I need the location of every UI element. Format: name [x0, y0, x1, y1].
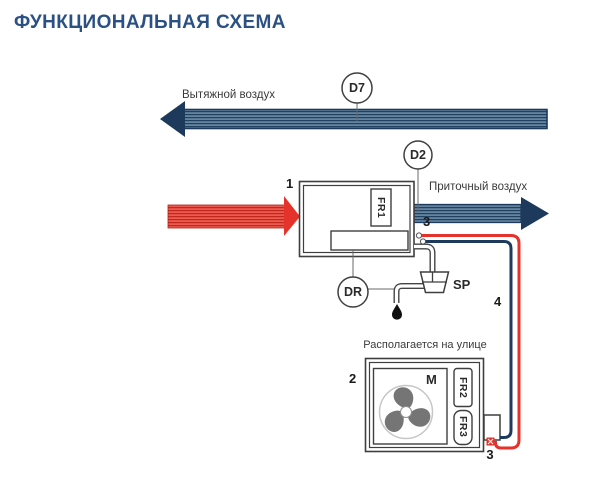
sensor-dr-label: DR: [343, 285, 363, 299]
supply-arrowhead-icon: [521, 197, 549, 230]
siphon-funnel-icon: [419, 271, 450, 294]
outdoor-note-label: Располагается на улице: [363, 339, 487, 351]
drain-pipe: [414, 243, 436, 272]
port-dot-blue: [419, 238, 427, 245]
port-dot-red: [415, 232, 423, 239]
sensor-dr-circle: [337, 276, 369, 308]
page-title: ФУНКЦИОНАЛЬНАЯ СХЕМА: [14, 12, 286, 33]
outdoor-unit-number: 2: [349, 371, 357, 386]
filter-fr3-box: [453, 409, 473, 446]
refrigerant-line-blue: [423, 240, 513, 439]
fan-icon: [378, 384, 434, 440]
fan-motor-label: M: [426, 372, 437, 387]
port-number-top: 3: [423, 214, 431, 229]
supply-air-label: Приточный воздух: [429, 181, 528, 193]
exhaust-duct: [160, 101, 548, 137]
filter-fr1-box: [370, 188, 392, 227]
port-number-bottom: 3: [486, 447, 494, 462]
intake-air-arrow: [167, 196, 300, 236]
exhaust-arrowhead-icon: [160, 101, 185, 137]
siphon-label: SP: [453, 277, 471, 292]
supply-duct: [413, 197, 549, 230]
intake-arrowhead-icon: [284, 196, 300, 236]
indoor-unit-number: 1: [286, 176, 294, 191]
filter-fr2-box: [453, 367, 473, 408]
heat-exchanger: [330, 230, 409, 251]
line-number-4: 4: [494, 294, 502, 309]
exhaust-air-label: Вытяжной воздух: [182, 89, 275, 101]
sensor-d7-circle: [341, 72, 373, 104]
water-droplet-icon: [392, 304, 402, 320]
filter-fr2-label: FR2: [457, 377, 469, 399]
drain-outlet-elbow: [393, 283, 430, 303]
sensor-d7-label: D7: [349, 81, 365, 95]
outdoor-port-marker: [486, 437, 495, 446]
sensor-d2-circle: [403, 140, 433, 170]
filter-fr1-label: FR1: [375, 196, 387, 219]
filter-fr3-label: FR3: [457, 416, 469, 438]
refrigerant-line-red: [419, 234, 521, 450]
sensor-d2-label: D2: [410, 148, 426, 162]
indoor-unit: [298, 180, 415, 258]
connection-box: [483, 414, 501, 441]
